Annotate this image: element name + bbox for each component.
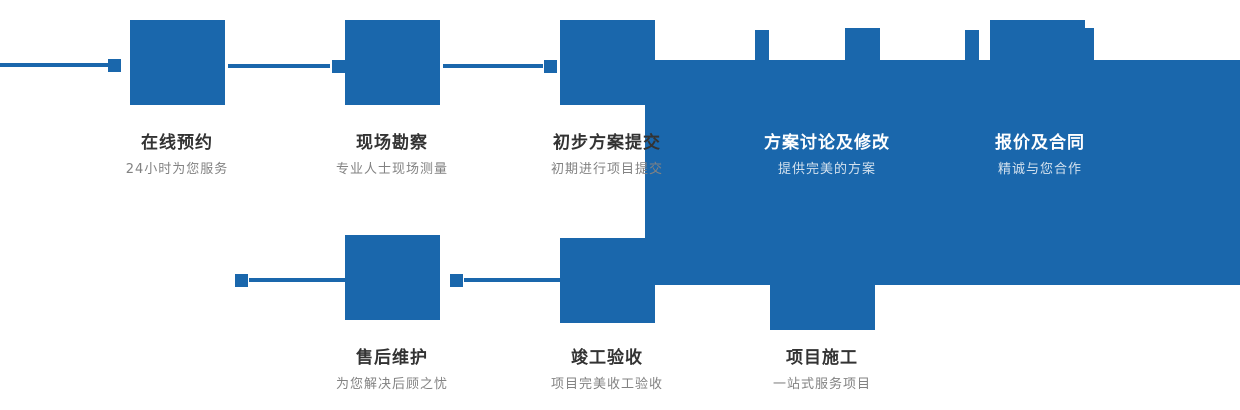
flow-line xyxy=(249,278,345,282)
step6-title: 项目施工 xyxy=(786,348,858,368)
deco-square-icon xyxy=(1080,28,1094,62)
deco-square-icon xyxy=(755,30,769,62)
flow-arrow-marker-icon xyxy=(544,60,557,73)
flow-arrow-marker-icon xyxy=(332,60,345,73)
step3-title: 初步方案提交 xyxy=(553,133,661,153)
step7-subtitle: 项目完美收工验收 xyxy=(550,377,663,392)
step2-subtitle: 专业人士现场测量 xyxy=(335,162,448,177)
step8-subtitle: 为您解决后顾之忧 xyxy=(335,377,448,392)
step7-icon-box xyxy=(560,238,655,323)
step1-icon-box xyxy=(130,20,225,105)
flow-arrow-marker-icon xyxy=(235,274,248,287)
deco-square-icon xyxy=(845,28,880,62)
step3-icon-box xyxy=(560,20,655,105)
step8-icon-box xyxy=(345,235,440,320)
flow-line xyxy=(464,278,560,282)
flow-arrow-marker-icon xyxy=(108,59,121,72)
flow-line xyxy=(0,63,108,67)
step7-title: 竣工验收 xyxy=(571,348,643,368)
step2-title: 现场勘察 xyxy=(356,133,428,153)
step2-icon-box xyxy=(345,20,440,105)
flow-line xyxy=(443,64,543,68)
deco-square-icon xyxy=(990,20,1085,62)
blue-panel-extension xyxy=(770,230,875,330)
step4-subtitle: 提供完美的方案 xyxy=(777,162,876,177)
step3-subtitle: 初期进行项目提交 xyxy=(550,162,663,177)
blue-panel-main xyxy=(645,60,1240,285)
step1-title: 在线预约 xyxy=(141,133,213,153)
flow-line xyxy=(228,64,330,68)
step4-title: 方案讨论及修改 xyxy=(764,133,890,153)
step6-subtitle: 一站式服务项目 xyxy=(772,377,871,392)
deco-square-icon xyxy=(965,30,979,62)
step5-title: 报价及合同 xyxy=(995,133,1085,153)
step8-title: 售后维护 xyxy=(356,348,428,368)
flow-arrow-marker-icon xyxy=(450,274,463,287)
step1-subtitle: 24小时为您服务 xyxy=(125,162,229,177)
step5-subtitle: 精诚与您合作 xyxy=(997,162,1082,177)
